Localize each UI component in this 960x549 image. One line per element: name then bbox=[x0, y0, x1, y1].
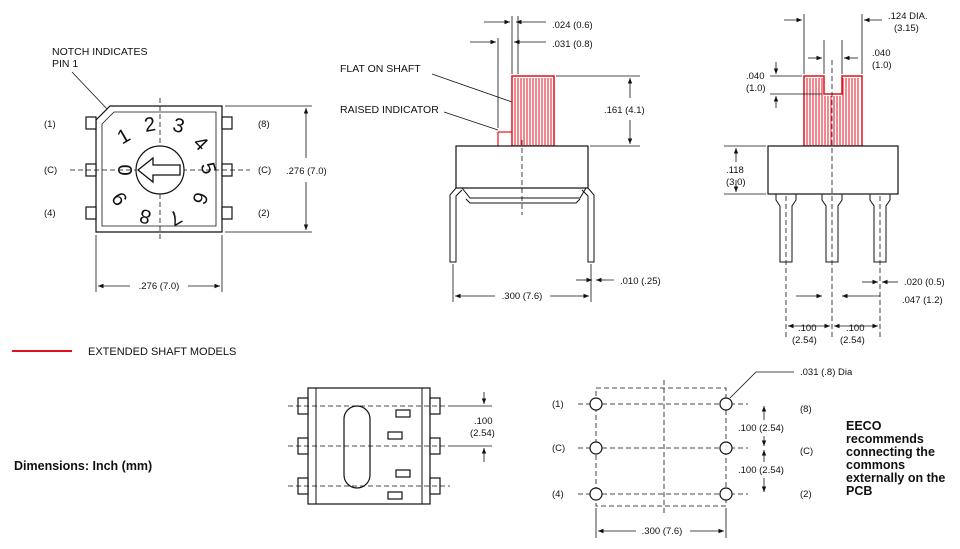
pcb-pin-8: (8) bbox=[800, 404, 812, 415]
side-dim-031: .031 (0.8) bbox=[552, 39, 593, 50]
pin-label-c-left: (C) bbox=[44, 165, 57, 176]
pin-right-2 bbox=[221, 206, 233, 220]
pcb-hole-dia: .031 (.8) Dia bbox=[800, 367, 853, 378]
pin-label-c-right: (C) bbox=[258, 165, 271, 176]
end-dim-100r-b: (2.54) bbox=[840, 335, 865, 346]
dimensions-units-note: Dimensions: Inch (mm) bbox=[14, 459, 152, 473]
pcb-dim-100-top: .100 (2.54) bbox=[738, 423, 784, 434]
eeco-line: recommends bbox=[846, 432, 924, 446]
end-dim-100l-b: (2.54) bbox=[792, 335, 817, 346]
hole-leader bbox=[729, 371, 794, 399]
pcb-layout: .031 (.8) Dia (1) (C) (4) (8) (C) (2) .1… bbox=[552, 367, 853, 538]
side-pin-left bbox=[449, 187, 463, 263]
side-dim-300: .300 (7.6) bbox=[502, 291, 543, 302]
pcb-dim-300: .300 (7.6) bbox=[642, 526, 683, 537]
dial-digit-2: 2 bbox=[143, 113, 158, 137]
pcb-hole bbox=[719, 397, 733, 411]
notch-note-line2: PIN 1 bbox=[52, 58, 78, 70]
flat-leader bbox=[431, 73, 513, 103]
top-dim-height: .276 (7.0) bbox=[286, 166, 327, 177]
end-dim-100r-a: .100 bbox=[846, 323, 865, 334]
end-dim-118-b: (3.0) bbox=[726, 177, 746, 188]
pcb-pin-2: (2) bbox=[800, 489, 812, 500]
dial-digit-3: 3 bbox=[170, 114, 186, 138]
pcb-hole bbox=[589, 441, 603, 455]
raised-indicator-label: RAISED INDICATOR bbox=[340, 104, 439, 116]
end-dim-040l-b: (1.0) bbox=[746, 83, 766, 94]
top-view: NOTCH INDICATES PIN 1 (1) (C) (4) (8) (C… bbox=[44, 46, 327, 292]
side-dim-161: .161 (4.1) bbox=[604, 105, 645, 116]
eeco-line: EECO bbox=[846, 419, 882, 433]
side-pin-right bbox=[581, 187, 595, 263]
switch-body-inner bbox=[101, 111, 217, 227]
end-dim-118-a: .118 bbox=[726, 165, 744, 176]
end-dim-040r-a: .040 bbox=[872, 48, 891, 59]
end-dim-124-b: (3.15) bbox=[894, 23, 919, 34]
eeco-line: commons bbox=[846, 458, 905, 472]
pcb-outline bbox=[595, 387, 727, 507]
pin-label-4: (4) bbox=[44, 208, 56, 219]
eeco-line: externally on the bbox=[846, 471, 945, 485]
bottom-dim-100-a: .100 bbox=[474, 416, 493, 427]
pcb-pin-1: (1) bbox=[552, 399, 564, 410]
body-base bbox=[461, 187, 587, 199]
flat-on-shaft-label: FLAT ON SHAFT bbox=[340, 63, 421, 75]
bottom-dim-100-b: (2.54) bbox=[470, 428, 495, 439]
pin-left-1 bbox=[85, 116, 97, 130]
notch-note-line1: NOTCH INDICATES bbox=[52, 46, 147, 58]
pin-label-8: (8) bbox=[258, 119, 270, 130]
side-dim-010: .010 (.25) bbox=[620, 276, 661, 287]
end-view: .124 DIA. (3.15) .040 (1.0) .040 (1.0) .… bbox=[724, 11, 945, 346]
bottom-view: .100 (2.54) bbox=[288, 387, 495, 505]
pcb-pin-c-right: (C) bbox=[800, 446, 813, 457]
pcb-pin-c-left: (C) bbox=[552, 443, 565, 454]
end-dim-040l-a: .040 bbox=[746, 71, 765, 82]
pin-label-1: (1) bbox=[44, 119, 56, 130]
pcb-hole bbox=[589, 487, 603, 501]
raised-leader bbox=[443, 111, 499, 131]
actuator-slot bbox=[343, 405, 371, 489]
pcb-pin-4: (4) bbox=[552, 489, 564, 500]
pcb-hole bbox=[589, 397, 603, 411]
end-dim-040r-b: (1.0) bbox=[872, 60, 892, 71]
eeco-note: EECO recommends connecting the commons e… bbox=[846, 419, 945, 498]
notch-leader bbox=[71, 71, 109, 111]
end-dim-020: .020 (0.5) bbox=[904, 277, 945, 288]
contact bbox=[395, 409, 411, 418]
eeco-line: PCB bbox=[846, 484, 872, 498]
top-dim-width: .276 (7.0) bbox=[139, 281, 180, 292]
dial-digit-8: 8 bbox=[137, 204, 153, 228]
body-base-lip bbox=[465, 198, 581, 204]
contact bbox=[395, 469, 411, 478]
rotor-arrow bbox=[136, 156, 181, 184]
contact bbox=[387, 431, 403, 440]
extended-shaft-side bbox=[497, 75, 555, 147]
dial-digit-5: 5 bbox=[196, 160, 220, 176]
end-dim-124-a: .124 DIA. bbox=[888, 11, 928, 22]
contact bbox=[387, 491, 403, 500]
end-dim-100l-a: .100 bbox=[798, 323, 817, 334]
pin-label-2: (2) bbox=[258, 208, 270, 219]
side-view: FLAT ON SHAFT RAISED INDICATOR .024 (0.6… bbox=[340, 16, 661, 302]
pcb-dim-100-bottom: .100 (2.54) bbox=[738, 465, 784, 476]
pcb-hole bbox=[719, 487, 733, 501]
pcb-hole bbox=[719, 441, 733, 455]
legend: EXTENDED SHAFT MODELS bbox=[12, 346, 236, 358]
extended-shaft-end bbox=[803, 75, 863, 147]
side-dim-024: .024 (0.6) bbox=[552, 20, 593, 31]
eeco-line: connecting the bbox=[846, 445, 935, 459]
dial-digit-0: 0 bbox=[113, 164, 135, 175]
legend-label: EXTENDED SHAFT MODELS bbox=[88, 346, 236, 358]
pin-right-8 bbox=[221, 116, 233, 130]
end-dim-047: .047 (1.2) bbox=[902, 295, 943, 306]
pin-left-4 bbox=[85, 206, 97, 220]
switch-body-end bbox=[767, 145, 899, 195]
